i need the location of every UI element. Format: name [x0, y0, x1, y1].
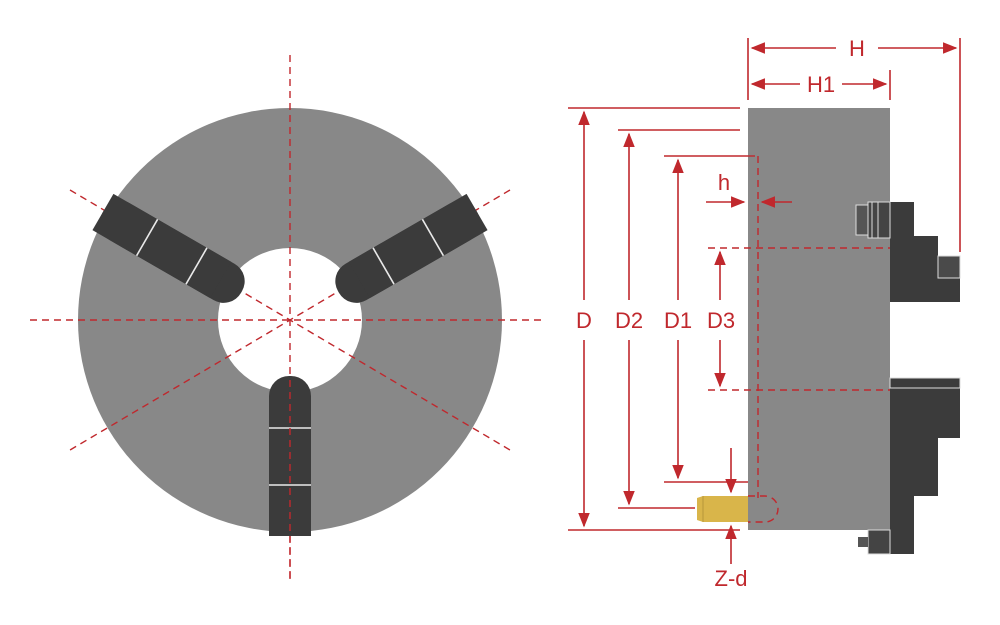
- jaw-profile-lower: [858, 377, 961, 555]
- label-Zd: Z-d: [715, 566, 748, 591]
- chuck-side-view: H H1 h D D2 D1 D3 Z-d: [568, 36, 961, 591]
- jaw-upper-left: [92, 193, 245, 303]
- chuck-front-view: [30, 55, 545, 580]
- label-h: h: [718, 170, 730, 195]
- jaw-profile-upper: [855, 201, 961, 302]
- label-H1: H1: [807, 72, 835, 97]
- chuck-body-side: [748, 108, 890, 530]
- jaw-upper-right: [335, 193, 488, 303]
- label-D3: D3: [707, 308, 735, 333]
- mounting-bolt: [697, 495, 779, 523]
- label-D2: D2: [615, 308, 643, 333]
- label-H: H: [849, 36, 865, 61]
- label-D1: D1: [664, 308, 692, 333]
- label-D: D: [576, 308, 592, 333]
